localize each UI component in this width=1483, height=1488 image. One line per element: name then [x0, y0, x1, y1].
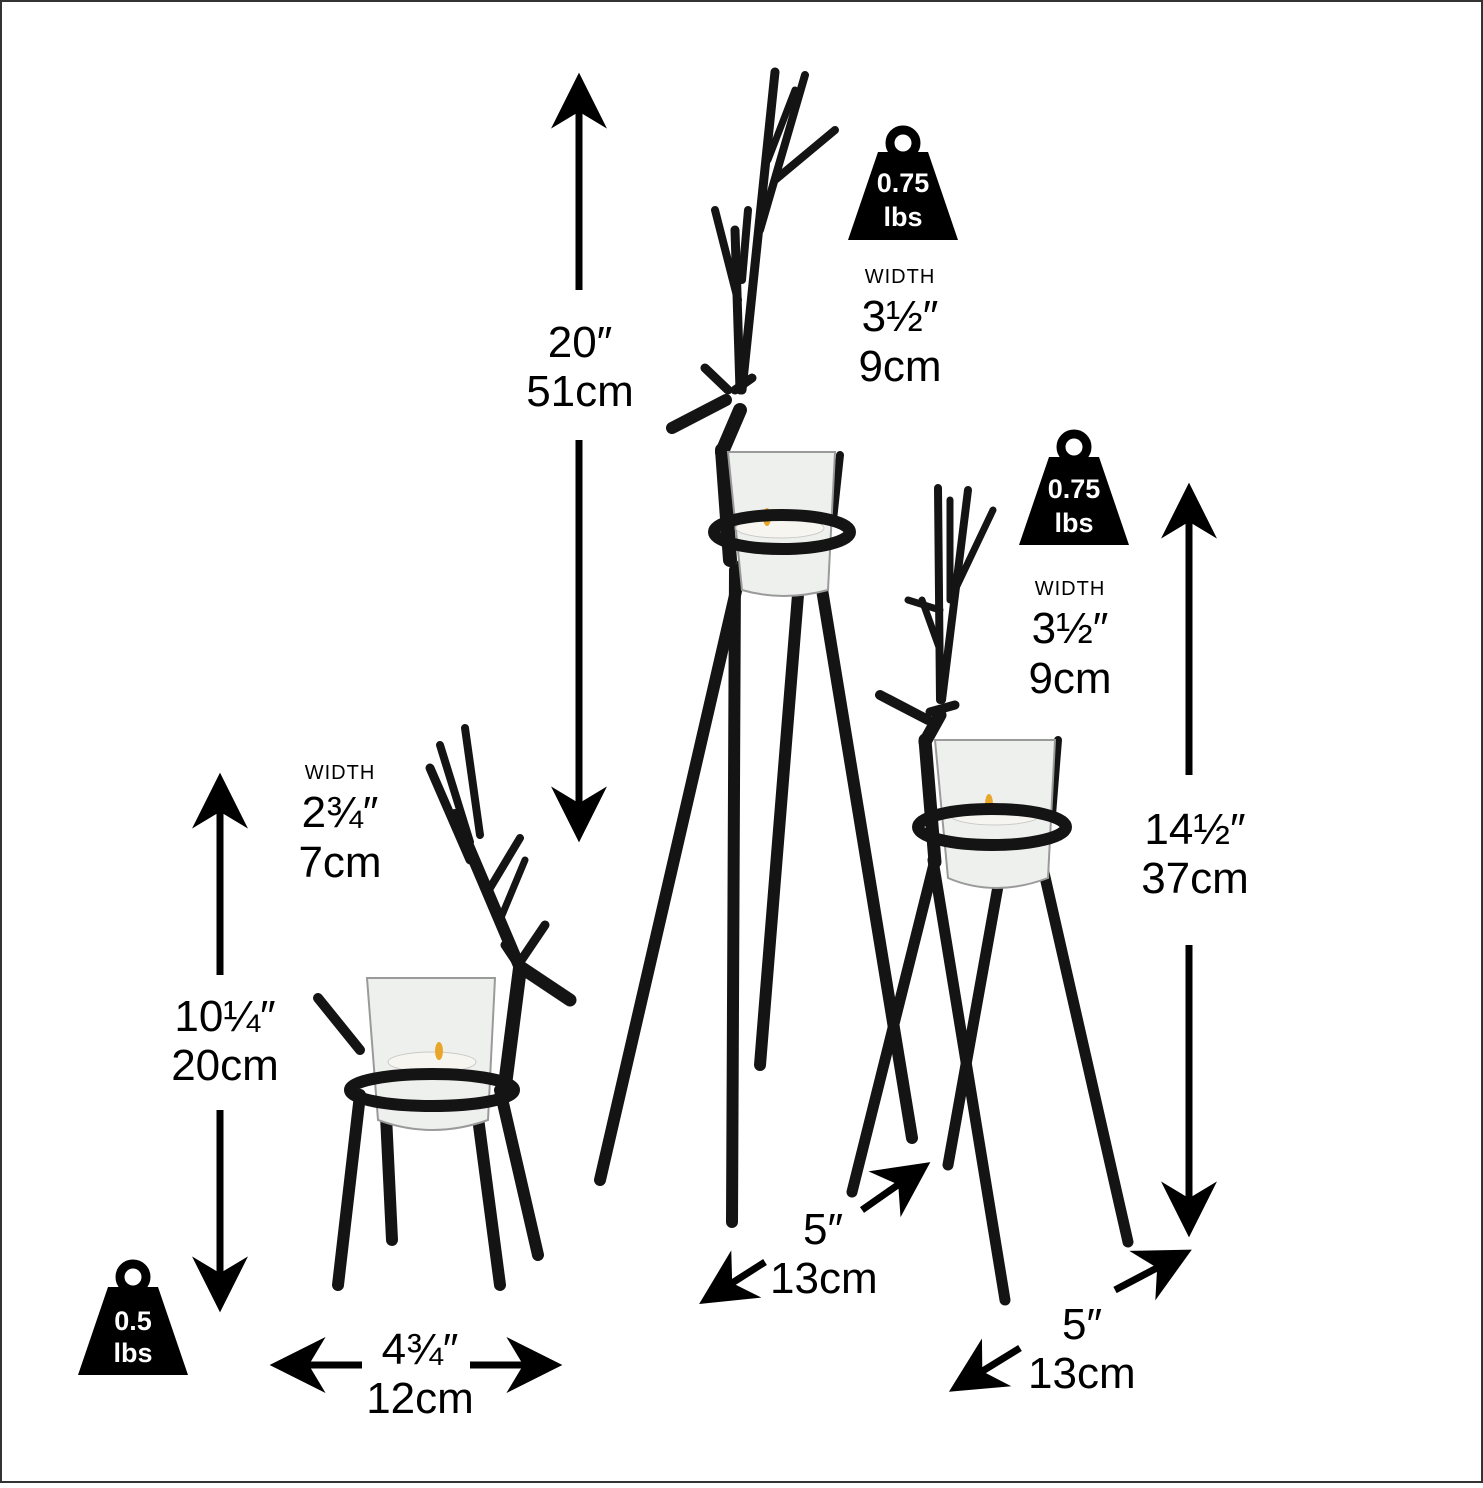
- small-weight-icon: 0.5 lbs: [78, 1259, 188, 1375]
- small-width-caption: WIDTH: [304, 762, 376, 784]
- small-height-cm: 20cm: [171, 1041, 279, 1091]
- medium-weight-number: 0.75: [1048, 474, 1101, 504]
- medium-height-inches: 14½″: [1144, 805, 1246, 854]
- small-weight-number: 0.5: [114, 1306, 152, 1336]
- medium-height-label: 14½″ 37cm: [1110, 805, 1280, 904]
- small-reindeer-candle-holder: [313, 724, 577, 1291]
- small-base-label: 4¾″ 12cm: [340, 1325, 500, 1424]
- large-reindeer-candle-holder: [594, 67, 918, 1228]
- medium-base-arrow-icon: [948, 1249, 1192, 1392]
- large-base-cm: 13cm: [770, 1254, 878, 1304]
- small-height-label: 10¼″ 20cm: [145, 992, 305, 1091]
- medium-reindeer-candle-holder: [846, 484, 1134, 1306]
- large-height-cm: 51cm: [526, 367, 634, 417]
- large-width-label: WIDTH 3½″ 9cm: [800, 266, 1000, 391]
- large-width-inches: 3½″: [861, 292, 939, 342]
- medium-weight-unit: lbs: [1054, 508, 1093, 538]
- large-width-caption: WIDTH: [864, 266, 936, 288]
- medium-base-label: 5″ 13cm: [1010, 1300, 1170, 1399]
- large-width-cm: 9cm: [858, 341, 942, 391]
- medium-width-label: WIDTH 3½″ 9cm: [970, 578, 1170, 703]
- medium-weight-icon: 0.75 lbs: [1019, 429, 1129, 545]
- large-base-label: 5″ 13cm: [755, 1205, 915, 1304]
- small-width-label: WIDTH 2¾″ 7cm: [240, 762, 440, 887]
- small-width-inches: 2¾″: [301, 788, 379, 838]
- medium-width-caption: WIDTH: [1034, 578, 1106, 600]
- medium-base-cm: 13cm: [1028, 1349, 1136, 1399]
- large-base-arrow-icon: [699, 1162, 931, 1305]
- large-weight-number: 0.75: [877, 168, 930, 198]
- small-width-cm: 7cm: [298, 837, 382, 887]
- small-height-inches: 10¼″: [174, 992, 276, 1041]
- large-height-label: 20″ 51cm: [500, 318, 660, 417]
- medium-width-inches: 3½″: [1031, 604, 1109, 654]
- medium-width-cm: 9cm: [1028, 653, 1112, 703]
- small-base-cm: 12cm: [366, 1374, 474, 1424]
- small-base-inches: 4¾″: [381, 1325, 459, 1374]
- large-weight-icon: 0.75 lbs: [848, 125, 958, 240]
- small-weight-unit: lbs: [113, 1338, 152, 1368]
- large-weight-unit: lbs: [883, 202, 922, 232]
- large-base-inches: 5″: [803, 1205, 844, 1254]
- medium-height-cm: 37cm: [1141, 854, 1249, 904]
- large-height-inches: 20″: [547, 318, 613, 367]
- medium-base-inches: 5″: [1062, 1300, 1103, 1349]
